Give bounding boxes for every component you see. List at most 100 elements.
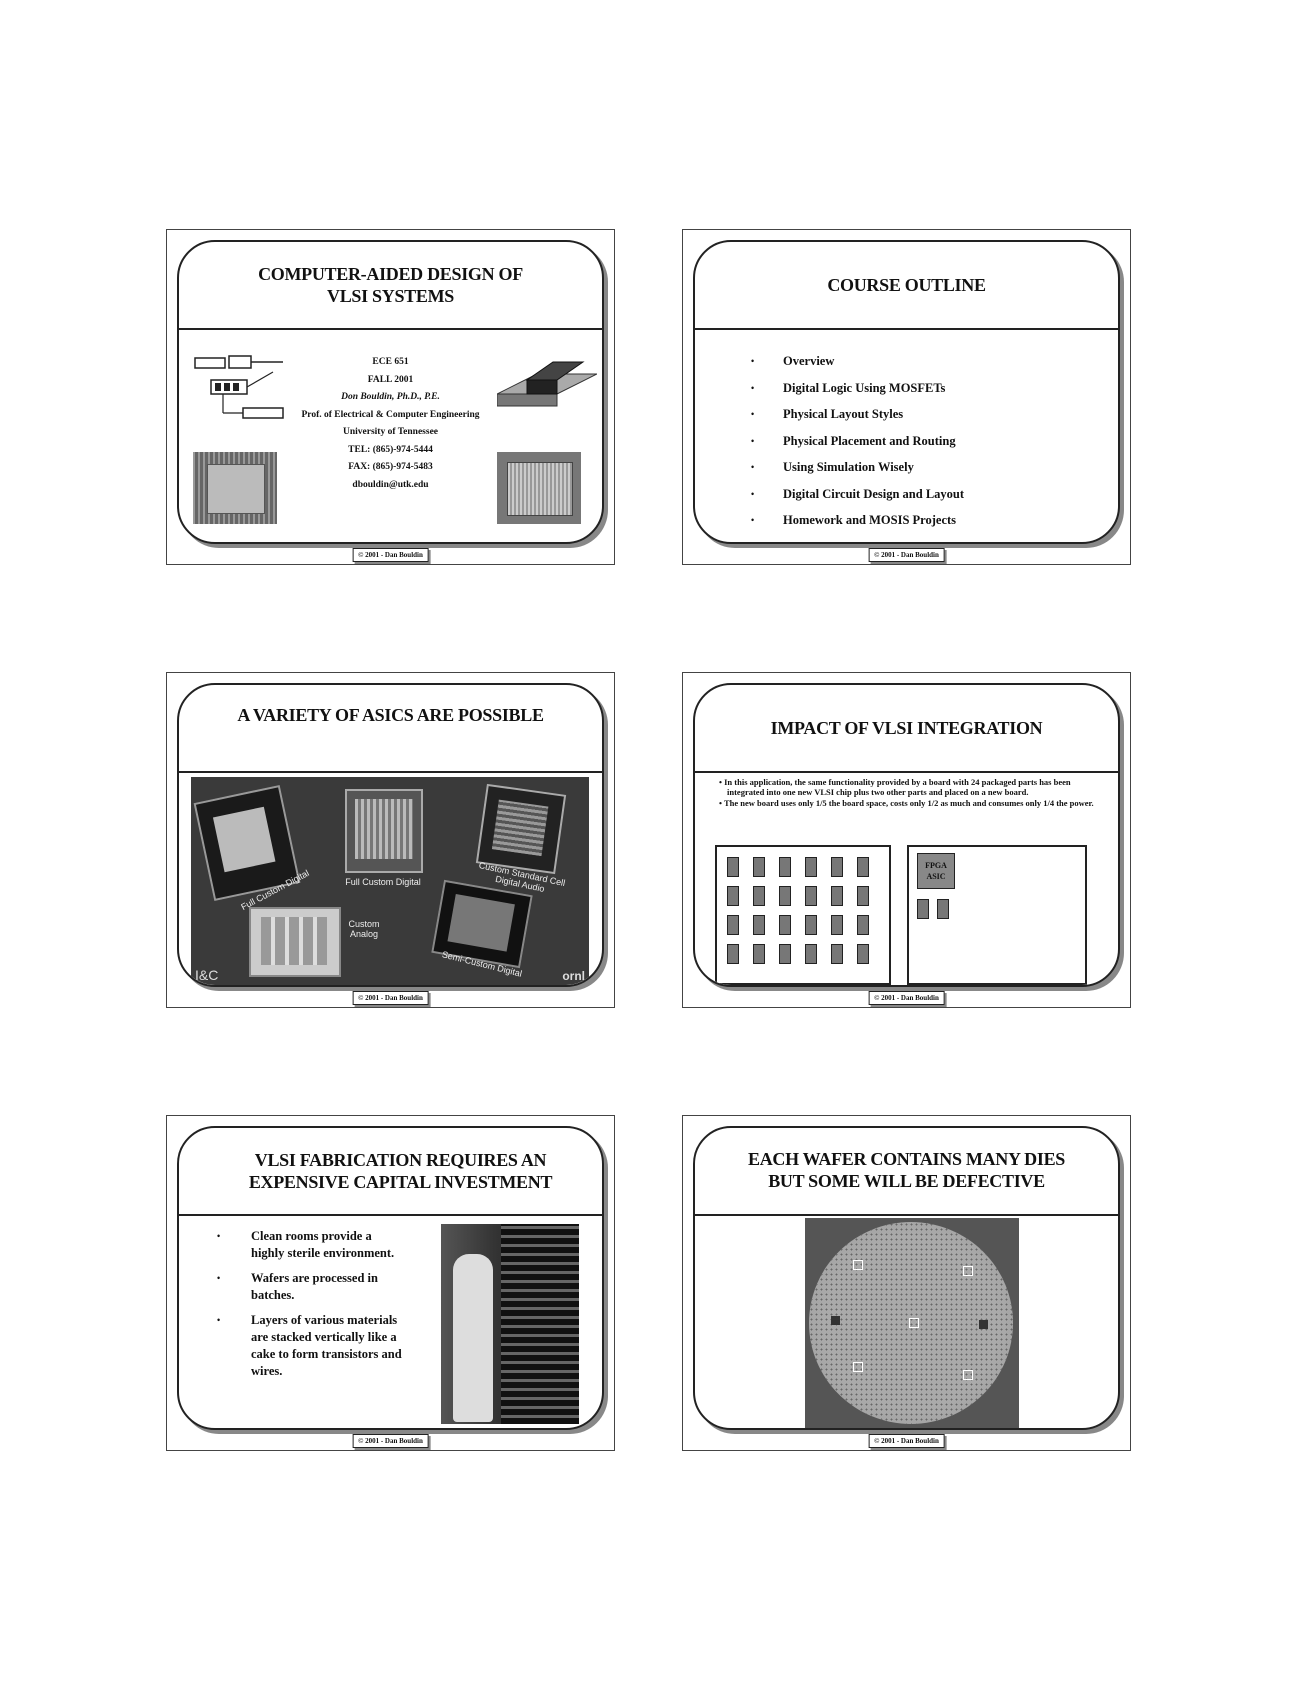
old-board (715, 845, 891, 985)
bullet-text: Layers of various materials are stacked … (251, 1313, 402, 1378)
packaged-part (917, 899, 929, 919)
course-term: FALL 2001 (367, 374, 414, 385)
title-line: BUT SOME WILL BE DEFECTIVE (768, 1171, 1045, 1191)
chip-label: ASIC (926, 872, 946, 881)
slide-frame: VLSI FABRICATION REQUIRES AN EXPENSIVE C… (177, 1126, 604, 1430)
chip-standard-cell (475, 783, 567, 875)
die-marker (853, 1260, 863, 1270)
title-divider (695, 328, 1118, 330)
packaged-part (831, 944, 843, 964)
clean-room-photo (441, 1224, 579, 1424)
defect-marker (979, 1320, 988, 1329)
title-line: COMPUTER-AIDED DESIGN OF (258, 264, 523, 284)
packaged-part (831, 915, 843, 935)
list-item: Physical Layout Styles (751, 407, 964, 434)
slide-frame: IMPACT OF VLSI INTEGRATION • In this app… (693, 683, 1120, 987)
packaged-part (779, 886, 791, 906)
logo-ornl: ornl (562, 969, 585, 983)
die-marker (909, 1318, 919, 1328)
slide-6: EACH WAFER CONTAINS MANY DIES BUT SOME W… (682, 1115, 1131, 1451)
chip-photo-right (497, 452, 581, 524)
list-item: •Clean rooms provide a highly sterile en… (217, 1229, 395, 1260)
die-marker (963, 1266, 973, 1276)
slide-footer: © 2001 - Dan Bouldin (352, 991, 429, 1005)
slide-1: COMPUTER-AIDED DESIGN OF VLSI SYSTEMS EC… (166, 229, 615, 565)
fpga-asic-chip: FPGA ASIC (917, 853, 955, 889)
list-item: Using Simulation Wisely (751, 460, 964, 487)
slide-title: VLSI FABRICATION REQUIRES AN EXPENSIVE C… (179, 1128, 602, 1214)
outline-list: Overview Digital Logic Using MOSFETs Phy… (751, 354, 964, 540)
course-info: ECE 651 FALL 2001 Don Bouldin, Ph.D., P.… (279, 354, 502, 494)
packaged-part (857, 944, 869, 964)
title-divider (695, 771, 1118, 773)
chip-full-custom-2 (345, 789, 423, 873)
packaged-part (727, 944, 739, 964)
packaged-part (779, 857, 791, 877)
email: dbouldin@utk.edu (352, 479, 429, 490)
slide-frame: A VARIETY OF ASICS ARE POSSIBLE Full Cus… (177, 683, 604, 987)
packaged-part (779, 944, 791, 964)
title-divider (695, 1214, 1118, 1216)
packaged-part (779, 915, 791, 935)
circuit-diagram-icon (194, 355, 284, 419)
list-item: •Wafers are processed in batches. (217, 1271, 378, 1302)
bullet-text: Clean rooms provide a highly sterile env… (251, 1229, 395, 1260)
title-divider (179, 328, 602, 330)
list-item: Digital Circuit Design and Layout (751, 487, 964, 514)
packaged-part (727, 915, 739, 935)
impact-bullet: • The new board uses only 1/5 the board … (719, 798, 1094, 808)
packaged-part (805, 915, 817, 935)
slide-title: COMPUTER-AIDED DESIGN OF VLSI SYSTEMS (179, 242, 602, 328)
packaged-part (753, 944, 765, 964)
old-board-parts (727, 857, 883, 964)
title-divider (179, 1214, 602, 1216)
list-item: •Layers of various materials are stacked… (217, 1313, 402, 1378)
chip-photo-left (193, 452, 277, 524)
chip-label: FPGA (925, 861, 947, 870)
new-board: FPGA ASIC (907, 845, 1087, 985)
packaged-part (727, 857, 739, 877)
packaged-part (831, 886, 843, 906)
list-item: Physical Placement and Routing (751, 434, 964, 461)
title-line: VLSI SYSTEMS (327, 286, 454, 306)
packaged-part (857, 857, 869, 877)
slide-footer: © 2001 - Dan Bouldin (352, 1434, 429, 1448)
chip-custom-analog (249, 907, 341, 977)
slide-title: A VARIETY OF ASICS ARE POSSIBLE (179, 685, 602, 745)
title-line: VLSI FABRICATION REQUIRES AN (254, 1150, 547, 1170)
packaged-part (753, 857, 765, 877)
slide-frame: COMPUTER-AIDED DESIGN OF VLSI SYSTEMS EC… (177, 240, 604, 544)
slide-title: EACH WAFER CONTAINS MANY DIES BUT SOME W… (695, 1140, 1118, 1200)
slide-title: IMPACT OF VLSI INTEGRATION (695, 685, 1118, 771)
bullet-text: In this application, the same functional… (724, 777, 1071, 797)
slide-3: A VARIETY OF ASICS ARE POSSIBLE Full Cus… (166, 672, 615, 1008)
slide-5: VLSI FABRICATION REQUIRES AN EXPENSIVE C… (166, 1115, 615, 1451)
list-item: Digital Logic Using MOSFETs (751, 381, 964, 408)
university: University of Tennessee (343, 427, 438, 437)
packaged-part (937, 899, 949, 919)
instructor-name: Don Bouldin, Ph.D., P.E. (341, 392, 440, 402)
asic-photo: Full Custom Digital Full Custom Digital … (191, 777, 589, 985)
instructor-title: Prof. of Electrical & Computer Engineeri… (301, 409, 480, 420)
title-divider (179, 771, 602, 773)
wafer-photo (805, 1218, 1019, 1428)
slide-footer: © 2001 - Dan Bouldin (868, 1434, 945, 1448)
packaged-part (805, 886, 817, 906)
fax: FAX: (865)-974-5483 (348, 462, 433, 472)
packaged-part (857, 915, 869, 935)
packaged-part (831, 857, 843, 877)
die-marker (963, 1370, 973, 1380)
bullet-text: The new board uses only 1/5 the board sp… (723, 798, 1094, 808)
title-line: IMPACT OF VLSI INTEGRATION (770, 718, 1043, 738)
impact-bullet: • In this application, the same function… (719, 777, 1071, 797)
slide-frame: EACH WAFER CONTAINS MANY DIES BUT SOME W… (693, 1126, 1120, 1430)
slide-title: COURSE OUTLINE (695, 242, 1118, 328)
course-number: ECE 651 (372, 357, 409, 367)
fab-list: •Clean rooms provide a highly sterile en… (217, 1228, 407, 1380)
packaged-part (805, 944, 817, 964)
slide-4: IMPACT OF VLSI INTEGRATION • In this app… (682, 672, 1131, 1008)
die-marker (853, 1362, 863, 1372)
packaged-part (857, 886, 869, 906)
slide-footer: © 2001 - Dan Bouldin (868, 548, 945, 562)
defect-marker (831, 1316, 840, 1325)
